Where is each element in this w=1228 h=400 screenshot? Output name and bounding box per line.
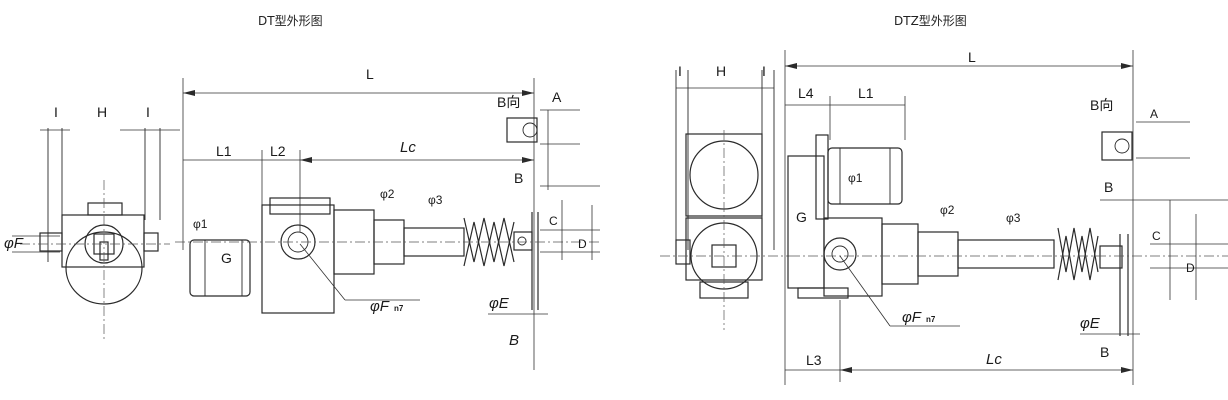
dt-label-phi3: φ3 [428, 193, 443, 207]
dt-label-D: D [578, 237, 587, 251]
dtz-label-phi2: φ2 [940, 203, 955, 217]
dtz-label-phi3: φ3 [1006, 211, 1021, 225]
dtz-label-Lc: Lc [986, 351, 1002, 368]
dt-label-n7: n7 [394, 304, 404, 313]
dtz-label-B: B [1104, 179, 1113, 195]
dt-label-Lc: Lc [400, 139, 416, 156]
dt-label-B-bottom: B [509, 332, 519, 349]
dt-label-Bdir: B向 [497, 94, 520, 110]
dtz-label-C: C [1152, 229, 1161, 243]
dt-label-C: C [549, 214, 558, 228]
dt-label-L1: L1 [216, 143, 232, 159]
dtz-label-A: A [1150, 107, 1158, 121]
left-drawing-title: DT型外形图 [258, 14, 323, 28]
dt-side-view [12, 128, 180, 340]
dtz-main-view [784, 50, 1228, 385]
dt-label-phiF-n7: φF [370, 298, 390, 315]
dtz-drawing [660, 50, 1228, 385]
dtz-label-G: G [796, 209, 807, 225]
dtz-label-phi1: φ1 [848, 171, 863, 185]
dt-label-B: B [514, 170, 523, 186]
dt-label-L2: L2 [270, 143, 286, 159]
right-drawing-title: DTZ型外形图 [894, 14, 967, 28]
dtz-label-L3: L3 [806, 352, 822, 368]
dtz-label-L: L [968, 49, 976, 65]
dtz-label-L1: L1 [858, 85, 874, 101]
dtz-label-D: D [1186, 261, 1195, 275]
dt-main-view [175, 78, 600, 370]
dt-label-I-right: I [146, 104, 150, 120]
dt-label-phiE: φE [489, 295, 510, 312]
dt-label-I-left: I [54, 104, 58, 120]
dtz-label-B-bottom: B [1100, 344, 1109, 360]
dtz-label-phiE: φE [1080, 315, 1101, 332]
dt-label-phiF: φF [4, 235, 24, 252]
dtz-label-H: H [716, 63, 726, 79]
dtz-label-n7: n7 [926, 315, 936, 324]
dtz-side-view [660, 70, 790, 330]
dt-label-phi2: φ2 [380, 187, 395, 201]
dtz-label-L4: L4 [798, 85, 814, 101]
dt-label-G: G [221, 250, 232, 266]
dtz-label-phiF-n7: φF [902, 309, 922, 326]
dt-label-A: A [552, 89, 562, 105]
dtz-label-I-left: I [678, 63, 682, 79]
dt-label-phi1: φ1 [193, 217, 208, 231]
dt-label-L: L [366, 66, 374, 82]
dt-drawing [12, 78, 600, 370]
dtz-label-Bdir: B向 [1090, 97, 1113, 113]
dt-label-H: H [97, 104, 107, 120]
dtz-label-I-right: I [762, 63, 766, 79]
